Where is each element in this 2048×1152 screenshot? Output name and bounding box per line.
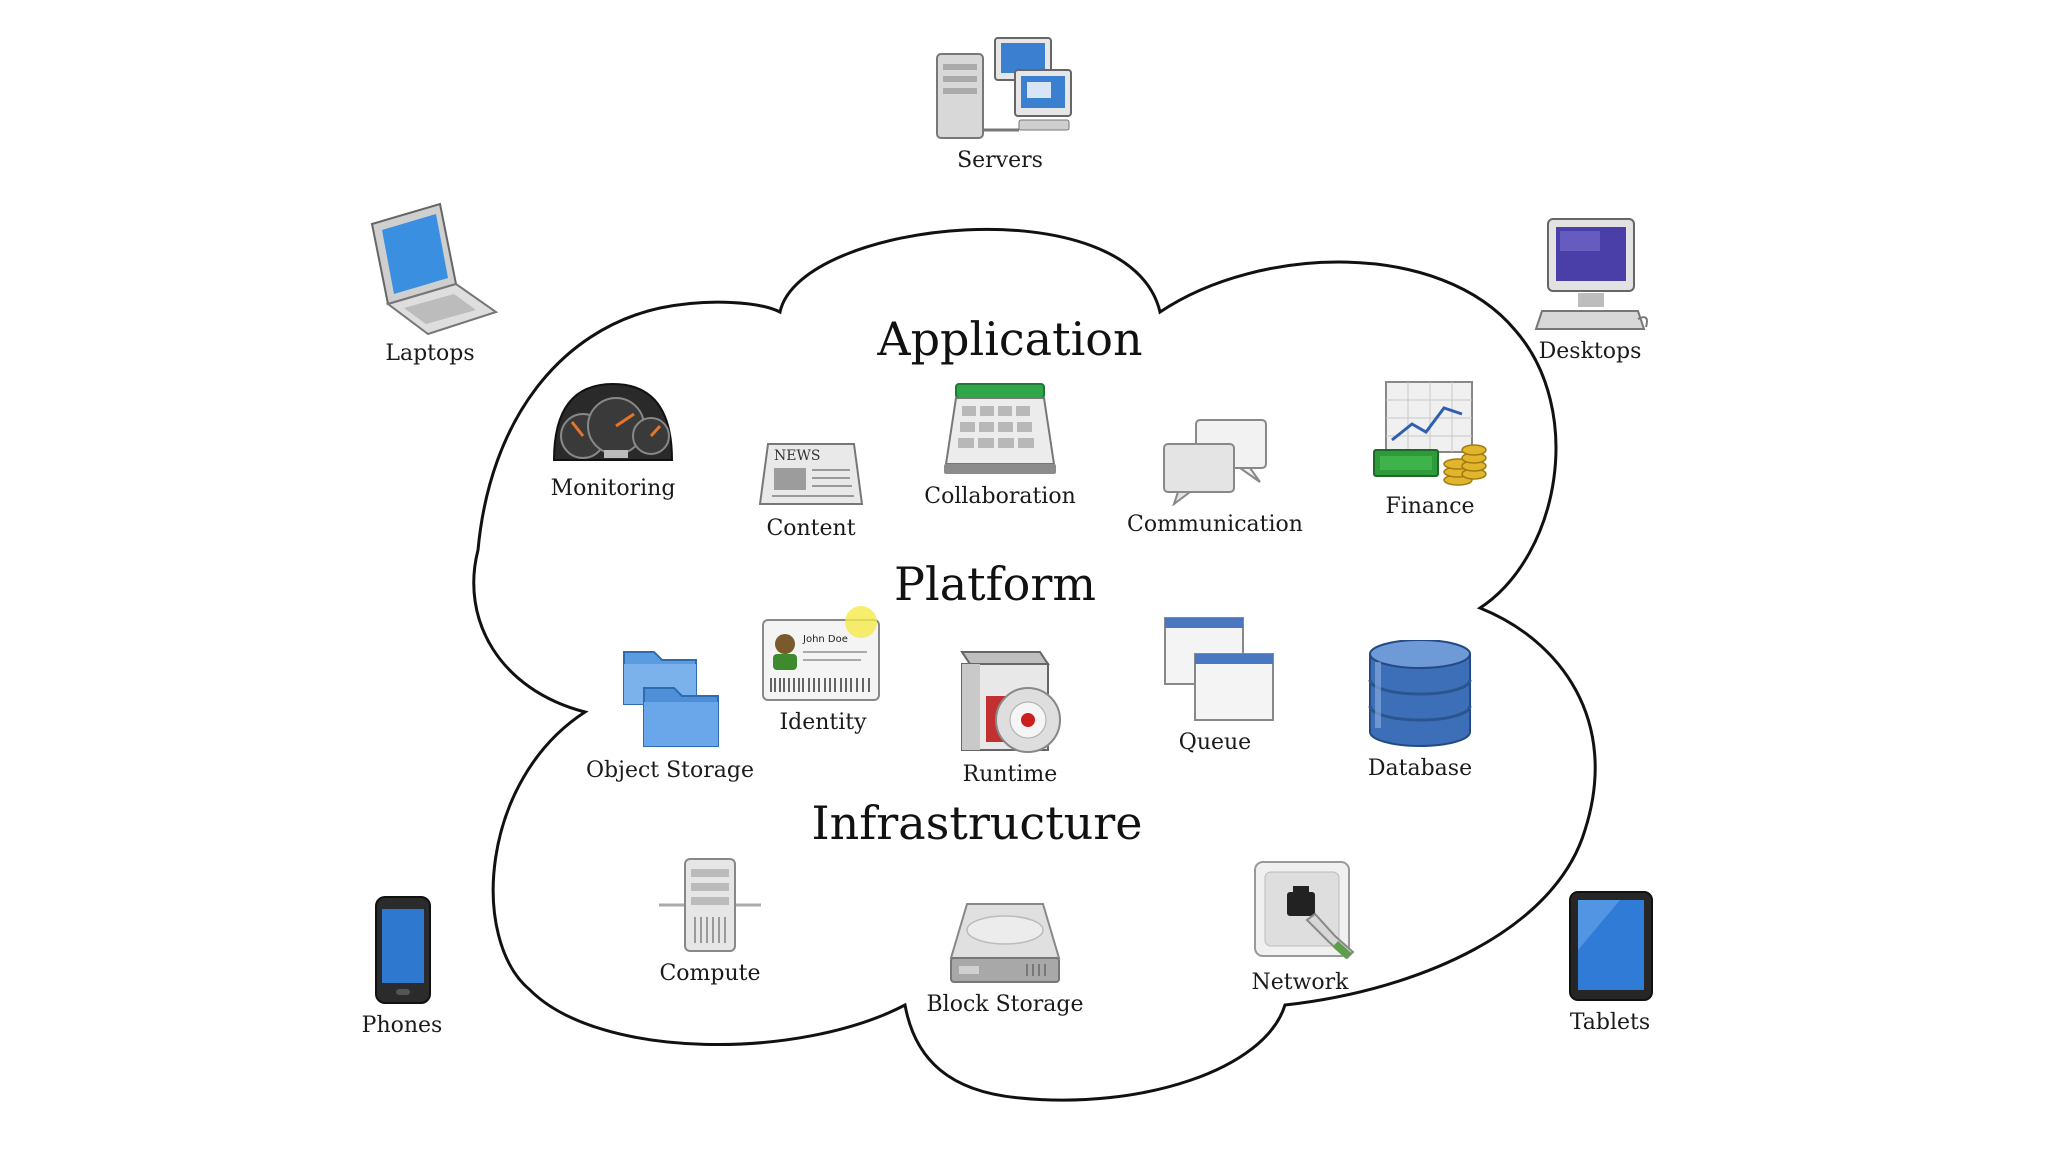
servers-label: Servers <box>957 148 1043 173</box>
identity-label: Identity <box>779 710 867 735</box>
node-runtime: Runtime <box>945 640 1075 787</box>
node-tablets: Tablets <box>1560 890 1660 1035</box>
finance-chart-money-icon <box>1373 381 1487 486</box>
server-tower-icon <box>659 858 761 952</box>
runtime-disc-box-icon <box>960 651 1061 753</box>
calendar-icon <box>944 383 1056 474</box>
node-content: NEWS Content <box>756 440 866 541</box>
network-jack-icon <box>1254 861 1355 960</box>
id-card-icon: John Doe <box>762 606 880 701</box>
node-phones: Phones <box>352 895 452 1038</box>
node-database: Database <box>1355 640 1485 781</box>
queue-windows-icon <box>1164 617 1274 721</box>
desktops-label: Desktops <box>1538 339 1642 364</box>
id-card-name: John Doe <box>802 634 848 645</box>
tablets-label: Tablets <box>1569 1010 1651 1035</box>
node-monitoring: Monitoring <box>548 380 678 501</box>
heading-platform: Platform <box>894 557 1096 611</box>
node-desktops: Desktops <box>1530 215 1650 364</box>
finance-label: Finance <box>1385 494 1475 519</box>
newspaper-title: NEWS <box>774 448 820 464</box>
network-label: Network <box>1251 970 1349 995</box>
collaboration-label: Collaboration <box>924 484 1076 509</box>
servers-icon <box>936 37 1072 139</box>
cloud-shape <box>472 227 1597 1102</box>
runtime-label: Runtime <box>962 762 1058 787</box>
block-storage-label: Block Storage <box>926 992 1084 1017</box>
node-communication: Communication <box>1127 418 1303 537</box>
content-label: Content <box>766 516 856 541</box>
node-object-storage: Object Storage <box>586 642 754 783</box>
queue-label: Queue <box>1178 730 1252 755</box>
compute-label: Compute <box>659 961 761 986</box>
hard-drive-icon <box>949 903 1061 983</box>
node-queue: Queue <box>1150 614 1280 755</box>
heading-infrastructure: Infrastructure <box>811 796 1143 850</box>
database-label: Database <box>1367 756 1473 781</box>
chat-bubbles-icon <box>1163 419 1267 506</box>
communication-label: Communication <box>1127 512 1303 537</box>
node-collaboration: Collaboration <box>924 382 1076 509</box>
folders-icon <box>623 651 719 747</box>
speedometer-icon <box>552 382 674 461</box>
newspaper-icon: NEWS <box>758 443 864 505</box>
monitoring-label: Monitoring <box>550 476 676 501</box>
object-storage-label: Object Storage <box>586 758 755 783</box>
node-compute: Compute <box>650 855 770 986</box>
node-block-storage: Block Storage <box>927 900 1084 1017</box>
phones-label: Phones <box>361 1013 443 1038</box>
node-servers: Servers <box>925 34 1075 173</box>
tablet-icon <box>1569 891 1653 1001</box>
node-finance: Finance <box>1365 380 1495 519</box>
heading-application: Application <box>877 312 1143 366</box>
node-identity: John Doe Identity <box>757 604 889 735</box>
node-network: Network <box>1245 858 1355 995</box>
laptops-label: Laptops <box>385 341 475 366</box>
node-laptops: Laptops <box>360 200 500 366</box>
desktop-monitor-icon <box>1534 218 1648 330</box>
database-icon <box>1368 640 1472 747</box>
laptop-icon <box>370 202 499 335</box>
phone-icon <box>375 896 431 1004</box>
